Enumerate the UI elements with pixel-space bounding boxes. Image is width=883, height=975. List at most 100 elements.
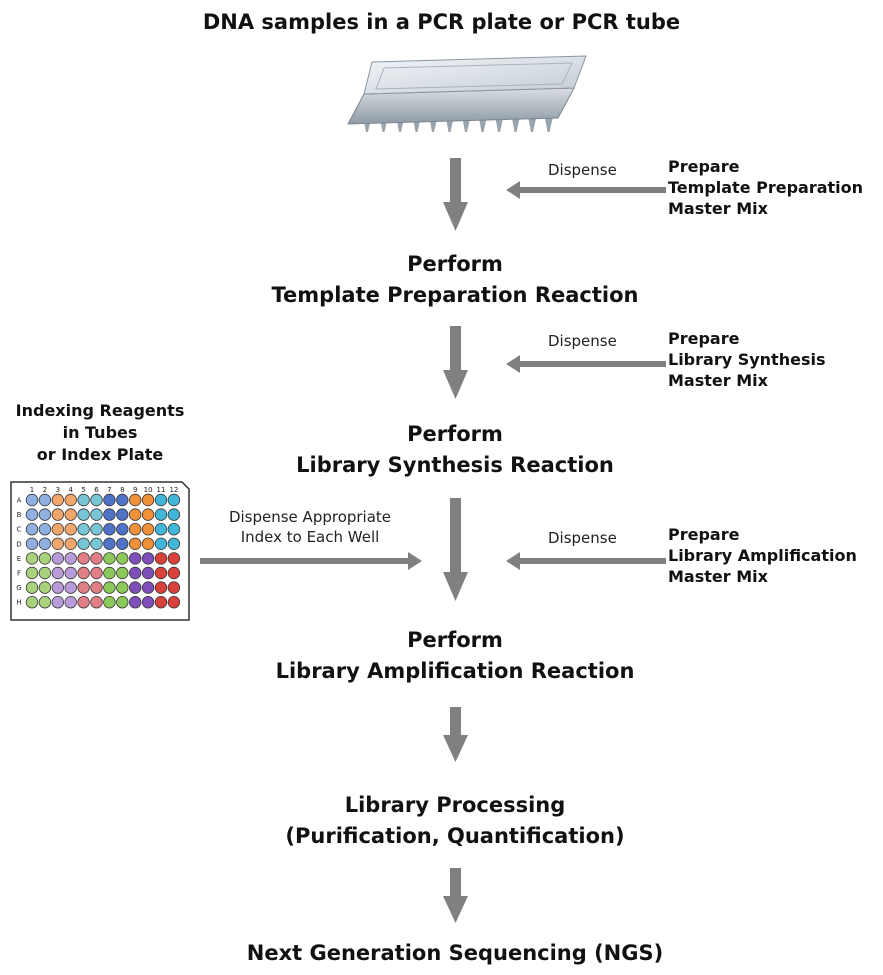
plate-well [103, 493, 116, 507]
plate-column-label: 8 [120, 486, 124, 494]
dispense-label-3: Dispense [548, 529, 617, 547]
plate-well [167, 537, 181, 551]
plate-well [116, 566, 129, 580]
plate-well [64, 552, 77, 565]
plate-row-label: E [17, 555, 21, 563]
plate-well [51, 493, 65, 507]
plate-well [51, 566, 65, 580]
plate-well [25, 552, 39, 565]
plate-well [38, 566, 52, 580]
main-arrow-5 [443, 868, 468, 923]
plate-well [77, 493, 90, 507]
plate-well [167, 596, 181, 609]
diagram-title: DNA samples in a PCR plate or PCR tube [202, 10, 681, 34]
plate-well [64, 566, 77, 580]
plate-well [141, 581, 155, 594]
plate-column-label: 10 [144, 486, 153, 494]
plate-row-label: B [17, 511, 22, 519]
dispense-index-line-2: Index to Each Well [240, 528, 380, 546]
plate-well [38, 493, 52, 507]
plate-well [128, 566, 142, 580]
plate-column-label: 4 [68, 486, 73, 494]
plate-well [154, 581, 168, 594]
plate-well [90, 493, 103, 507]
plate-well [103, 581, 116, 594]
prep-2-line-2: Library Synthesis [668, 350, 826, 369]
index-label-line-2: in Tubes [62, 423, 138, 442]
plate-well [51, 537, 65, 551]
plate-well [167, 523, 181, 536]
plate-row-label: F [17, 570, 21, 578]
plate-well [90, 596, 103, 609]
plate-well [154, 493, 168, 507]
plate-well [90, 552, 103, 565]
plate-row-label: A [17, 497, 22, 505]
main-arrow-4 [443, 707, 468, 762]
plate-well [90, 566, 103, 580]
index-label-line-3: or Index Plate [36, 445, 164, 464]
index-arrow [200, 552, 422, 570]
step-1-line-1: Perform [407, 252, 503, 276]
prep-3-line-3: Master Mix [668, 567, 768, 586]
plate-well [103, 523, 116, 536]
plate-well [77, 596, 90, 609]
prep-2-line-3: Master Mix [668, 371, 768, 390]
step-library-processing: Library Processing (Purification, Quanti… [0, 790, 883, 852]
plate-column-label: 5 [81, 486, 85, 494]
plate-well [141, 566, 155, 580]
step-4-line-1: Library Processing [344, 793, 566, 817]
dispense-label-1: Dispense [548, 161, 617, 179]
plate-well [38, 523, 52, 536]
plate-row-label: H [16, 599, 21, 607]
indexing-reagents-label: Indexing Reagents in Tubes or Index Plat… [0, 400, 200, 466]
plate-well [141, 523, 155, 536]
plate-well [51, 581, 65, 594]
plate-well [128, 523, 142, 536]
main-arrow-2 [443, 326, 468, 399]
plate-well [25, 508, 39, 521]
plate-well [128, 493, 142, 507]
plate-well [116, 581, 129, 594]
plate-well [103, 596, 116, 609]
prepare-library-amplification-mix: Prepare Library Amplification Master Mix [668, 524, 857, 587]
prep-3-line-1: Prepare [668, 525, 740, 544]
plate-well [38, 596, 52, 609]
plate-well [25, 581, 39, 594]
plate-well [51, 596, 65, 609]
plate-well [128, 508, 142, 521]
plate-well [141, 552, 155, 565]
plate-well [103, 508, 116, 521]
plate-well [51, 508, 65, 521]
plate-well [25, 493, 39, 507]
plate-column-label: 7 [107, 486, 111, 494]
plate-column-label: 2 [43, 486, 47, 494]
plate-well [77, 537, 90, 551]
plate-well [141, 537, 155, 551]
plate-well [77, 566, 90, 580]
step-2-line-2: Library Synthesis Reaction [296, 453, 614, 477]
dispense-index-label: Dispense Appropriate Index to Each Well [205, 507, 415, 547]
plate-well [167, 508, 181, 521]
plate-well [141, 596, 155, 609]
plate-well [90, 508, 103, 521]
plate-well [77, 523, 90, 536]
step-4-line-2: (Purification, Quantification) [285, 824, 625, 848]
plate-well [64, 508, 77, 521]
plate-well [154, 596, 168, 609]
plate-well [154, 566, 168, 580]
plate-well [38, 537, 52, 551]
plate-row-label: G [16, 584, 21, 592]
plate-well [51, 523, 65, 536]
plate-well [128, 581, 142, 594]
plate-column-label: 12 [169, 486, 178, 494]
side-arrow-3 [506, 552, 666, 570]
main-arrow-1 [443, 158, 468, 231]
plate-well [25, 523, 39, 536]
step-1-line-2: Template Preparation Reaction [271, 283, 639, 307]
plate-well [116, 493, 129, 507]
step-ngs: Next Generation Sequencing (NGS) [246, 941, 664, 965]
side-arrow-2 [506, 355, 666, 373]
plate-well [77, 508, 90, 521]
plate-well [128, 552, 142, 565]
